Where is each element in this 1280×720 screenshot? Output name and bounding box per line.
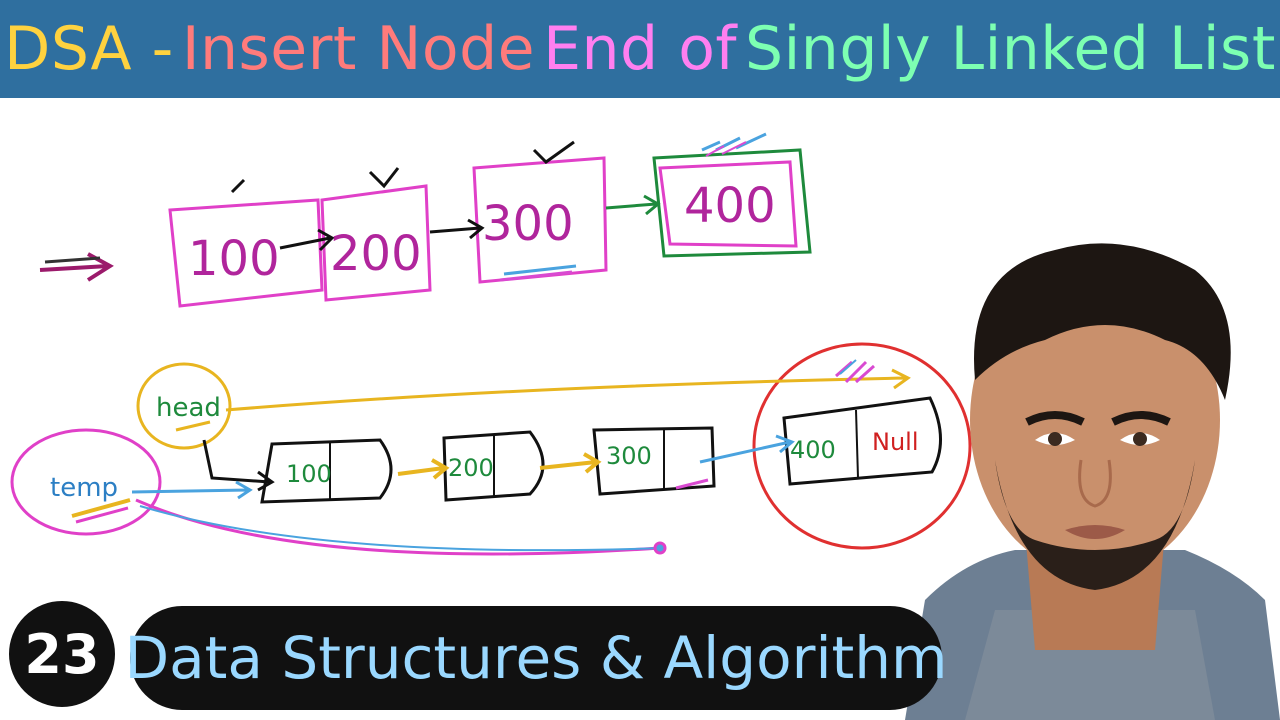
temp-label: temp: [50, 473, 118, 503]
episode-number-badge: 23: [6, 598, 118, 710]
series-label: Data Structures & Algorithm: [124, 606, 948, 710]
presenter-photo: [905, 243, 1280, 720]
title-singly-linked-list: Singly Linked List: [745, 14, 1276, 84]
top-node-100-value: 100: [188, 231, 280, 287]
bottom-node-100-value: 100: [286, 460, 332, 488]
top-node-300-value: 300: [482, 196, 574, 252]
top-node-100: 100: [168, 178, 324, 308]
bottom-node-300-value: 300: [606, 442, 652, 470]
temp-circle: temp: [10, 428, 162, 536]
title-banner: DSA - Insert Node End of Singly Linked L…: [0, 0, 1280, 98]
bottom-node-400: 400 Null: [752, 342, 972, 550]
bottom-node-100: 100: [260, 438, 393, 504]
bottom-node-null: Null: [872, 428, 919, 456]
bottom-node-200-value: 200: [448, 454, 494, 482]
top-node-400: 400: [652, 132, 812, 258]
bottom-links: [131, 359, 911, 556]
top-node-200-value: 200: [330, 226, 422, 282]
top-node-300: 300: [472, 140, 608, 284]
head-circle: head: [136, 362, 232, 450]
bottom-node-200: 200: [442, 430, 545, 502]
head-label: head: [156, 393, 221, 423]
bottom-node-300: 300: [592, 426, 716, 496]
whiteboard-drawing: 100 200 300 400 head temp: [10, 132, 972, 556]
top-node-400-value: 400: [684, 178, 776, 234]
title-insert-node: Insert Node: [181, 14, 536, 84]
bottom-node-400-value: 400: [790, 436, 836, 464]
title-dsa: DSA -: [4, 14, 174, 84]
top-node-200: 200: [320, 167, 432, 302]
title-end-of: End of: [543, 14, 738, 84]
top-arrow-pointer: [39, 252, 114, 282]
top-links: [279, 194, 661, 252]
